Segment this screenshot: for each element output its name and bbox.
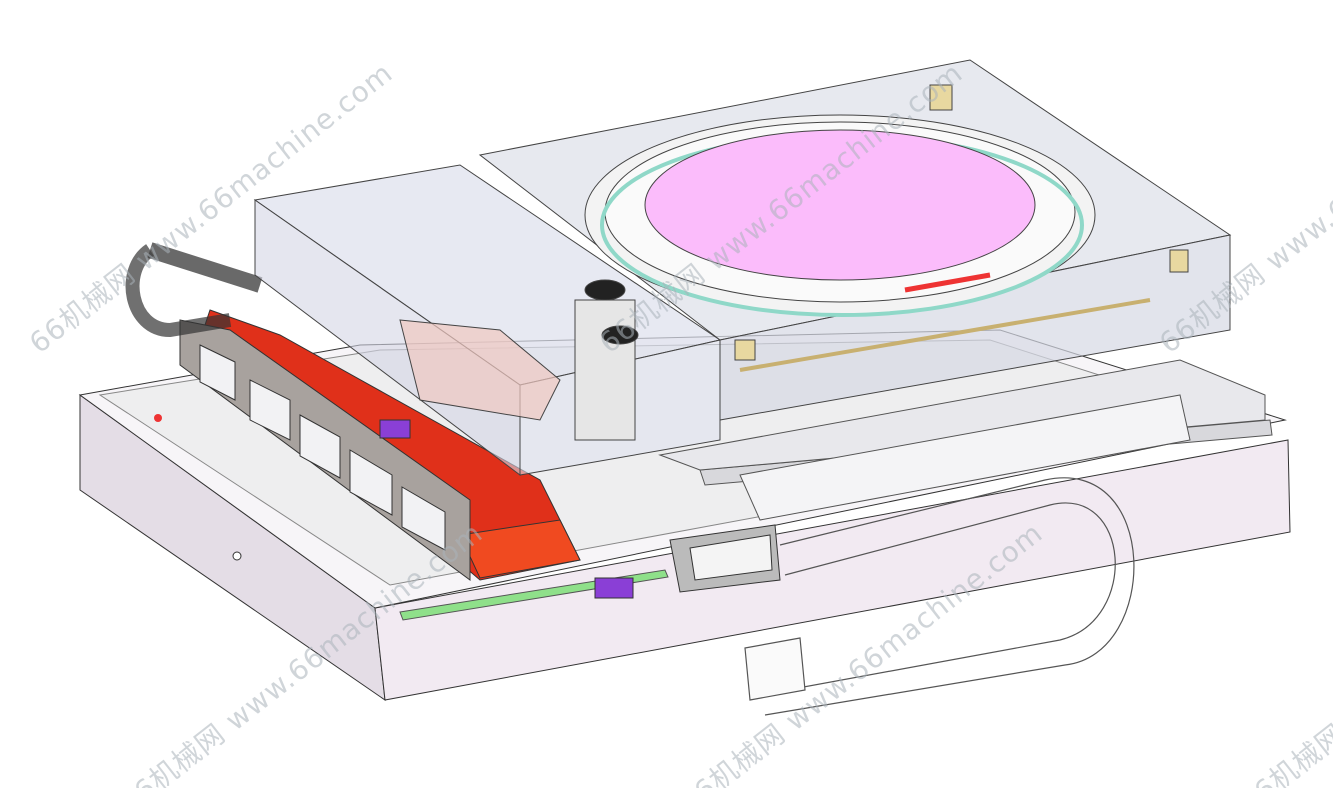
flat-cable-loop	[744, 477, 1135, 716]
wafer	[644, 129, 1036, 281]
wafer-stage-enclosure	[478, 59, 1232, 421]
cable-chain-frame	[125, 242, 471, 581]
left-enclosure	[253, 164, 722, 477]
front-bracket	[669, 524, 781, 593]
purple-clamps	[379, 419, 634, 599]
